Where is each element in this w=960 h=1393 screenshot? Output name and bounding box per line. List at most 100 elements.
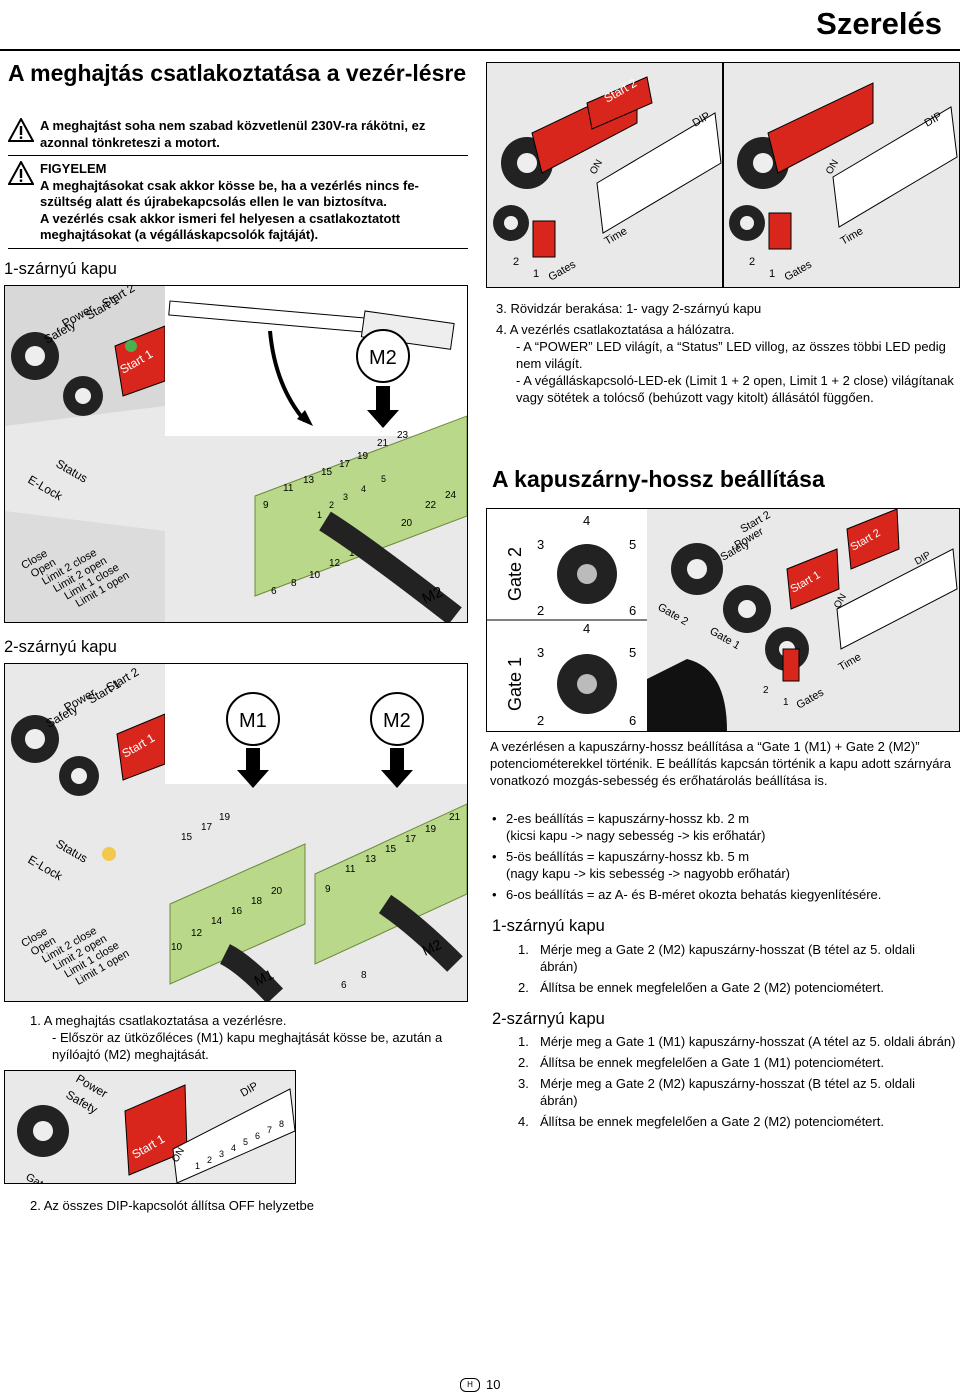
terminal-6: 6: [341, 980, 347, 991]
terminal-17: 17: [339, 459, 351, 470]
terminal-9: 9: [325, 884, 331, 895]
gate2-scale-5: 5: [629, 537, 636, 552]
section-title-gate-length: A kapuszárny-hossz beállítása: [492, 466, 825, 492]
terminal-12: 12: [329, 558, 341, 569]
divider: [8, 155, 468, 156]
dip-3: 3: [219, 1149, 224, 1159]
list-item: 3. Mérje meg a Gate 2 (M2) kapuszárny-hos…: [518, 1075, 956, 1109]
bullet-sub: (kicsi kapu -> nagy sebesség -> kis erőh…: [506, 828, 766, 843]
step-2: 2. Az összes DIP-kapcsolót állítsa OFF h…: [30, 1197, 470, 1214]
terminal-19: 19: [219, 812, 231, 823]
terminal-13: 13: [365, 854, 377, 865]
page-number: 10: [486, 1377, 501, 1392]
gate1-scale-4: 4: [583, 621, 590, 636]
dip-7: 7: [267, 1125, 272, 1135]
intro-text: A vezérlésen a kapuszárny-hossz beállítá…: [490, 739, 952, 788]
jumper-pos-2b: 2: [749, 256, 755, 268]
terminal-10: 10: [309, 570, 321, 581]
terminal-21: 21: [377, 438, 389, 449]
figure-single-gate-wiring: Start 1 Start 2 Start 1 Power Safety Sta…: [4, 285, 468, 623]
gate1-scale-2: 2: [537, 713, 544, 728]
step-text: Állítsa be ennek megfelelően a Gate 1 (M…: [540, 1055, 884, 1070]
terminal-18: 18: [251, 896, 263, 907]
warning-1: A meghajtást soha nem szabad közvetlenül…: [8, 118, 468, 151]
jumper-diagram: Start 2 DIP ON 2 1 Gates Time DIP ON 2 1…: [487, 63, 959, 287]
figure-dip-switches: Start 1 Safety Power DIP ON 1 2 3 4 5 6 …: [4, 1070, 296, 1184]
terminal-19: 19: [357, 451, 369, 462]
steps-3-4: 3. Rövidzár berakása: 1- vagy 2-szárnyú …: [496, 300, 956, 406]
terminal-20: 20: [271, 886, 283, 897]
wiring-diagram-single: Start 1 Start 2 Start 1 Power Safety Sta…: [5, 286, 467, 622]
gate2-scale-2: 2: [537, 603, 544, 618]
gate1-pot: 4 3 5 2 6: [537, 621, 636, 728]
header-rule: [0, 49, 960, 51]
gate1-scale-5: 5: [629, 645, 636, 660]
step-number: 3.: [518, 1076, 529, 1091]
single-gate-steps: 1.Mérje meg a Gate 2 (M2) kapuszárny-hos…: [518, 941, 956, 1000]
terminal-16: 16: [231, 906, 243, 917]
gate2-scale-4: 4: [583, 513, 590, 528]
step-number: 1.: [518, 1034, 529, 1049]
step-text: Állítsa be ennek megfelelően a Gate 2 (M…: [540, 1114, 884, 1129]
gate2-pot: 4 3 5 2 6: [537, 513, 636, 618]
motor-m1-label: M1: [239, 710, 267, 732]
list-item: 1.Mérje meg a Gate 2 (M2) kapuszárny-hos…: [518, 941, 956, 975]
terminal-20: 20: [401, 518, 413, 529]
list-item: 2. Állítsa be ennek megfelelően a Gate 1 …: [518, 1054, 956, 1071]
terminal-10: 10: [171, 942, 183, 953]
bullet-item: 6-os beállítás = az A- és B-méret okozta…: [490, 886, 956, 903]
terminal-22: 22: [425, 500, 437, 511]
cable-m1-label: M1: [252, 966, 277, 989]
dip-4: 4: [231, 1143, 236, 1153]
step-number: 1.: [518, 942, 529, 957]
page-title: Szerelés: [816, 6, 942, 41]
section-title: A meghajtás csatlakoztatása a vezér-lésr…: [8, 60, 467, 86]
gate1-scale-6: 6: [629, 713, 636, 728]
terminal-11: 11: [345, 864, 356, 875]
warning-label: FIGYELEM: [40, 161, 107, 176]
bullet-item: 2-es beállítás = kapuszárny-hossz kb. 2 …: [490, 810, 956, 844]
gate1-vertical-label: Gate 1: [505, 657, 525, 711]
gate1-scale-3: 3: [537, 645, 544, 660]
step-text: Mérje meg a Gate 1 (M1) kapuszárny-hossz…: [540, 1034, 956, 1049]
motor-m2-label: M2: [383, 710, 411, 732]
warning-2: FIGYELEM A meghajtásokat csak akkor köss…: [8, 161, 468, 244]
terminal-14: 14: [211, 916, 223, 927]
dip-1: 1: [195, 1161, 200, 1171]
double-gate-heading-2: 2-szárnyú kapu: [492, 1010, 605, 1028]
list-item: 1. Mérje meg a Gate 1 (M1) kapuszárny-hos…: [518, 1033, 956, 1050]
terminal-12: 12: [191, 928, 203, 939]
terminal-15: 15: [181, 832, 193, 843]
divider: [8, 248, 468, 249]
double-gate-heading: 2-szárnyú kapu: [4, 638, 117, 656]
dip-5: 5: [243, 1137, 248, 1147]
step-number: 4.: [518, 1114, 529, 1129]
gate1-label: Gate 1: [24, 1171, 59, 1183]
wire-1: 1: [317, 510, 322, 520]
single-gate-heading: 1-szárnyú kapu: [4, 260, 117, 278]
step-text: Állítsa be ennek megfelelően a Gate 2 (M…: [540, 980, 884, 995]
bullet-item: 5-ös beállítás = kapuszárny-hossz kb. 5 …: [490, 848, 956, 882]
terminal-15: 15: [321, 467, 333, 478]
terminal-17: 17: [201, 822, 213, 833]
list-item: 4. Állítsa be ennek megfelelően a Gate 2 …: [518, 1113, 956, 1130]
step-4-note-b: - A végálláskapcsoló-LED-ek (Limit 1 + 2…: [516, 373, 954, 405]
gate2-vertical-label: Gate 2: [505, 547, 525, 601]
bullet-main: 2-es beállítás = kapuszárny-hossz kb. 2 …: [506, 811, 750, 826]
step-number: 2.: [518, 980, 529, 995]
double-gate-steps: 1. Mérje meg a Gate 1 (M1) kapuszárny-hos…: [518, 1033, 956, 1134]
terminal-23: 23: [397, 430, 409, 441]
wire-4: 4: [361, 484, 366, 494]
dip-switch-diagram: Start 1 Safety Power DIP ON 1 2 3 4 5 6 …: [5, 1071, 295, 1183]
step-number: 2.: [518, 1055, 529, 1070]
jumper-view-2: DIP ON 2 1 Gates Time: [729, 82, 958, 284]
cable-m2-label: M2: [420, 936, 445, 959]
step-1: 1. A meghajtás csatlakoztatása a vezérlé…: [30, 1012, 470, 1063]
single-gate-heading-2: 1-szárnyú kapu: [492, 917, 605, 935]
wiring-diagram-double: Start 1 Start 2 Start 1 Power Safety Sta…: [5, 664, 467, 1001]
step-text: Mérje meg a Gate 2 (M2) kapuszárny-hossz…: [540, 1076, 915, 1108]
terminal-17b: 17: [405, 834, 417, 845]
terminal-19b: 19: [425, 824, 437, 835]
step-4-note-a: - A “POWER” LED világít, a “Status” LED …: [516, 339, 946, 371]
step-4-text: 4. A vezérlés csatlakoztatása a hálózatr…: [496, 322, 735, 337]
